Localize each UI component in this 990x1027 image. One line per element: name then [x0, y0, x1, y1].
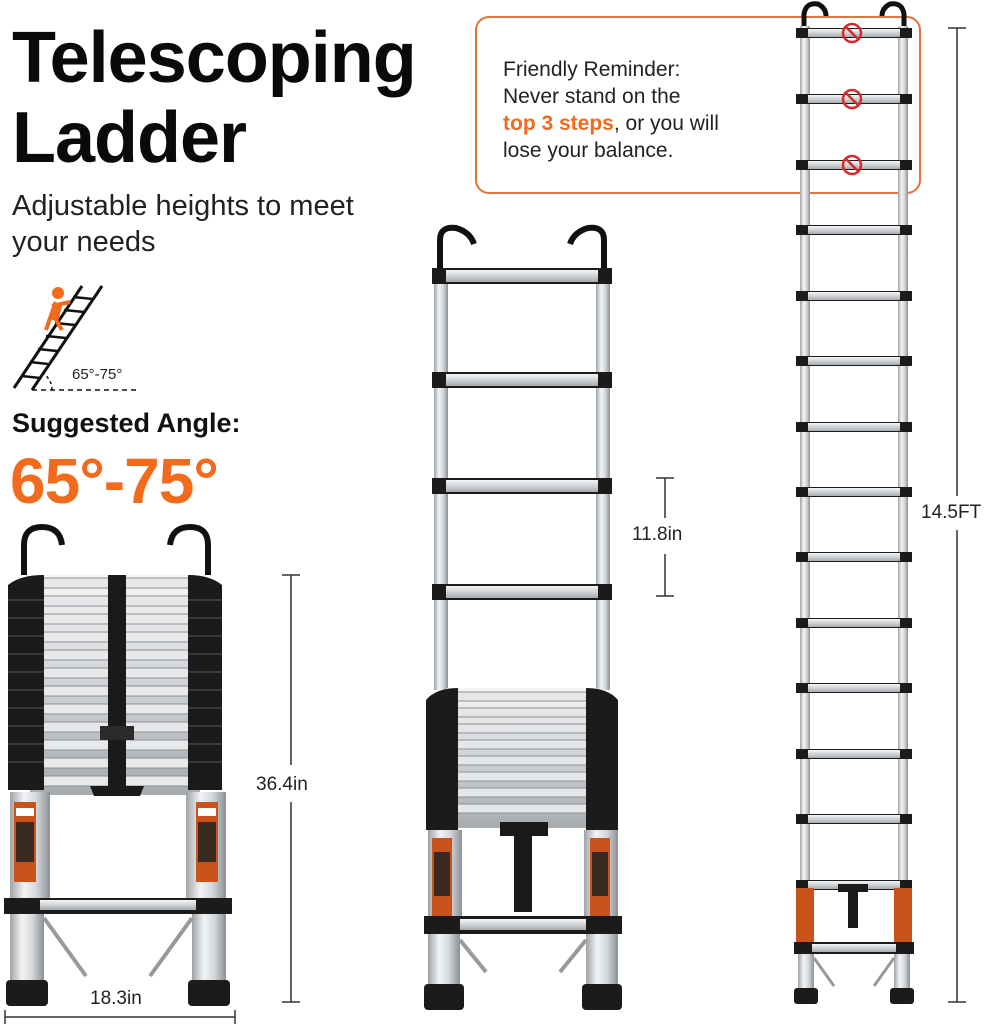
- subtitle: Adjustable heights to meet your needs: [12, 190, 354, 258]
- title-line-1: Telescoping: [12, 18, 417, 98]
- no-step-icon: [841, 22, 863, 176]
- reminder-line-4: lose your balance.: [503, 139, 674, 162]
- extended-ladder: [794, 1, 914, 1004]
- reminder-highlight: top 3 steps: [503, 112, 614, 135]
- reminder-line-1: Friendly Reminder:: [503, 58, 681, 81]
- dimension-lines: [4, 27, 966, 1024]
- collapsed-height-label: 36.4in: [256, 774, 308, 795]
- width-label: 18.3in: [88, 988, 144, 1010]
- partial-ladder: [424, 224, 622, 1010]
- suggested-angle-label: Suggested Angle:: [12, 408, 241, 438]
- page-title: Telescoping Ladder: [12, 18, 417, 178]
- full-height-label: 14.5FT: [921, 502, 982, 523]
- icon-angle-label: 65°-75°: [72, 366, 123, 383]
- title-line-2: Ladder: [12, 98, 247, 178]
- reminder-line-3: , or you will: [613, 112, 719, 135]
- step-spacing-label: 11.8in: [632, 524, 683, 545]
- reminder-line-2: Never stand on the: [503, 85, 681, 108]
- friendly-reminder-box: Friendly Reminder: Never stand on the to…: [475, 16, 921, 194]
- suggested-angle-value: 65°-75°: [10, 445, 219, 517]
- collapsed-ladder: [4, 523, 232, 1006]
